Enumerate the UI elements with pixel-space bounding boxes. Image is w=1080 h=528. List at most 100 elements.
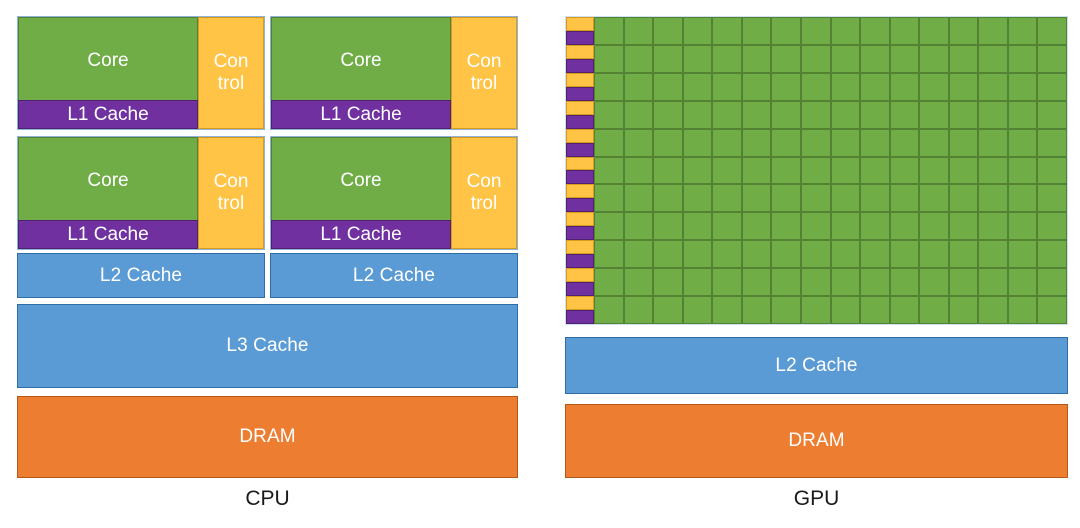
gpu-l1-cache-block bbox=[566, 30, 594, 45]
gpu-core-cell bbox=[594, 184, 624, 213]
gpu-core-cell bbox=[889, 72, 920, 101]
gpu-core-cell bbox=[860, 212, 890, 241]
gpu-core-cell bbox=[800, 44, 831, 73]
gpu-core-cell bbox=[889, 240, 920, 269]
cpu-core-unit[interactable]: Core L1 Cache Con trol bbox=[17, 136, 265, 250]
gpu-control-block bbox=[566, 240, 594, 255]
gpu-control-block bbox=[566, 184, 594, 199]
gpu-core-cell bbox=[741, 44, 772, 73]
gpu-l1-cache-block bbox=[566, 254, 594, 269]
gpu-core-cell bbox=[623, 212, 654, 241]
gpu-control-block bbox=[566, 17, 594, 31]
gpu-core-cell bbox=[741, 212, 772, 241]
gpu-core-cell bbox=[978, 268, 1008, 297]
cpu-l2-cache-right[interactable]: L2 Cache bbox=[270, 253, 518, 298]
gpu-core-cell bbox=[771, 240, 801, 269]
gpu-core-cell bbox=[653, 44, 683, 73]
gpu-core-cell bbox=[830, 72, 861, 101]
cpu-core-unit[interactable]: Core L1 Cache Con trol bbox=[17, 16, 265, 130]
gpu-core-cell bbox=[948, 212, 979, 241]
gpu-core-cell bbox=[771, 296, 801, 324]
gpu-core-cell bbox=[594, 240, 624, 269]
gpu-core-cell bbox=[830, 184, 861, 213]
gpu-core-cell bbox=[978, 128, 1008, 157]
gpu-core-cell bbox=[712, 268, 742, 297]
gpu-core-cell bbox=[1007, 296, 1038, 324]
cpu-l3-cache[interactable]: L3 Cache bbox=[17, 304, 518, 388]
gpu-core-cell bbox=[800, 156, 831, 185]
gpu-core-cell bbox=[712, 100, 742, 129]
gpu-core-cell bbox=[653, 17, 683, 45]
gpu-core-cell bbox=[830, 100, 861, 129]
gpu-sm-row bbox=[566, 268, 1067, 297]
gpu-control-block bbox=[566, 128, 594, 143]
gpu-core-cell bbox=[741, 268, 772, 297]
gpu-core-cell bbox=[741, 156, 772, 185]
gpu-core-cell bbox=[830, 156, 861, 185]
gpu-core-cell bbox=[653, 100, 683, 129]
cpu-control-label-line2: trol bbox=[470, 193, 498, 214]
gpu-core-cell bbox=[1007, 184, 1038, 213]
gpu-core-cell bbox=[1037, 44, 1067, 73]
gpu-core-cell bbox=[594, 212, 624, 241]
cpu-control-block[interactable]: Con trol bbox=[198, 17, 264, 129]
gpu-l2-cache[interactable]: L2 Cache bbox=[565, 337, 1068, 394]
cpu-core-label: Core bbox=[87, 50, 129, 71]
gpu-core-cell bbox=[860, 100, 890, 129]
gpu-core-cell bbox=[919, 44, 949, 73]
gpu-core-cell bbox=[741, 184, 772, 213]
cpu-core-unit[interactable]: Core L1 Cache Con trol bbox=[270, 16, 518, 130]
cpu-l2-cache-left[interactable]: L2 Cache bbox=[17, 253, 265, 298]
gpu-core-cell bbox=[889, 100, 920, 129]
gpu-core-cell bbox=[682, 100, 713, 129]
gpu-core-cell bbox=[623, 128, 654, 157]
gpu-sm-row bbox=[566, 212, 1067, 241]
gpu-core-cell bbox=[682, 296, 713, 324]
gpu-core-cell bbox=[1037, 268, 1067, 297]
gpu-core-cell bbox=[860, 268, 890, 297]
gpu-sm-row bbox=[566, 17, 1067, 45]
gpu-l1-cache-block bbox=[566, 282, 594, 297]
gpu-core-cell bbox=[800, 100, 831, 129]
gpu-core-cell bbox=[712, 128, 742, 157]
gpu-control-block bbox=[566, 212, 594, 227]
gpu-core-cell bbox=[623, 44, 654, 73]
gpu-core-cell bbox=[1037, 72, 1067, 101]
cpu-control-label-line2: trol bbox=[217, 73, 245, 94]
gpu-core-cell bbox=[1007, 212, 1038, 241]
cpu-dram[interactable]: DRAM bbox=[17, 396, 518, 478]
cpu-control-block[interactable]: Con trol bbox=[451, 17, 517, 129]
gpu-core-cell bbox=[594, 44, 624, 73]
gpu-core-cell bbox=[741, 240, 772, 269]
gpu-core-cell bbox=[800, 128, 831, 157]
gpu-core-cell bbox=[771, 156, 801, 185]
cpu-control-label-line1: Con bbox=[466, 50, 502, 72]
gpu-core-cell bbox=[653, 128, 683, 157]
gpu-l1-cache-block bbox=[566, 58, 594, 73]
gpu-core-cell bbox=[1037, 17, 1067, 45]
cpu-control-label-line1: Con bbox=[213, 170, 249, 192]
gpu-core-cell bbox=[623, 72, 654, 101]
cpu-core-label: Core bbox=[340, 50, 382, 71]
cpu-l1-cache-block: L1 Cache bbox=[18, 220, 198, 249]
gpu-dram[interactable]: DRAM bbox=[565, 404, 1068, 478]
gpu-core-cell bbox=[889, 184, 920, 213]
gpu-core-cell bbox=[682, 212, 713, 241]
gpu-core-cell bbox=[1037, 156, 1067, 185]
gpu-core-cell bbox=[919, 184, 949, 213]
gpu-core-cell bbox=[948, 240, 979, 269]
gpu-core-cell bbox=[712, 240, 742, 269]
gpu-core-grid[interactable] bbox=[565, 16, 1068, 325]
gpu-core-cell bbox=[623, 240, 654, 269]
gpu-core-cell bbox=[594, 156, 624, 185]
gpu-core-cell bbox=[860, 296, 890, 324]
gpu-core-cell bbox=[800, 240, 831, 269]
gpu-core-cell bbox=[682, 156, 713, 185]
cpu-control-block[interactable]: Con trol bbox=[451, 137, 517, 249]
gpu-core-cell bbox=[800, 17, 831, 45]
cpu-core-unit[interactable]: Core L1 Cache Con trol bbox=[270, 136, 518, 250]
cpu-control-block[interactable]: Con trol bbox=[198, 137, 264, 249]
gpu-core-cell bbox=[594, 296, 624, 324]
gpu-core-cell bbox=[860, 184, 890, 213]
gpu-core-cell bbox=[919, 240, 949, 269]
